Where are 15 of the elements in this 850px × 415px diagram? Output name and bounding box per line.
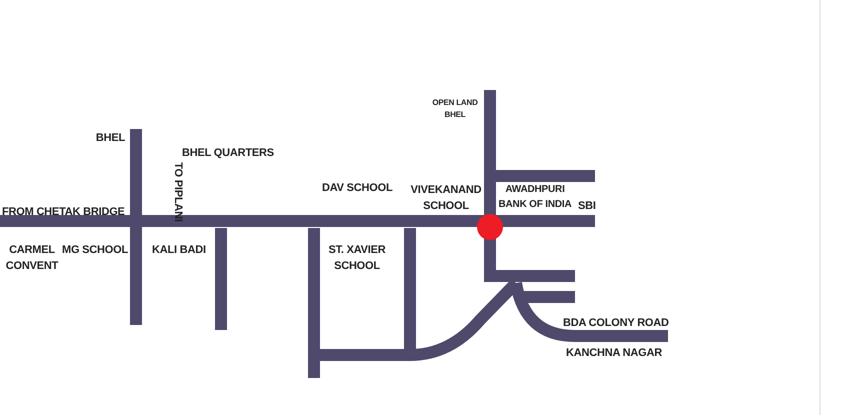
place-label: MG SCHOOL (62, 243, 130, 258)
place-label: SBI (578, 199, 597, 214)
place-label: FROM CHETAK BRIDGE (2, 205, 126, 220)
place-label: CARMEL CONVENT (4, 243, 60, 274)
place-label: KALI BADI (152, 243, 207, 258)
place-label: AWADHPURI BANK OF INDIA (498, 183, 572, 212)
place-label: TO PIPLANI (171, 161, 185, 224)
place-label: ST. XAVIER SCHOOL (327, 243, 387, 274)
place-label: KANCHNA NAGAR (566, 346, 663, 361)
place-label: BHEL (94, 131, 125, 146)
place-label: BDA COLONY ROAD (563, 316, 670, 331)
place-label: OPEN LAND BHEL (431, 97, 479, 121)
place-label: DAV SCHOOL (322, 181, 394, 196)
place-label: VIVEKANAND SCHOOL (410, 183, 482, 214)
place-label: BHEL QUARTERS (182, 146, 275, 161)
